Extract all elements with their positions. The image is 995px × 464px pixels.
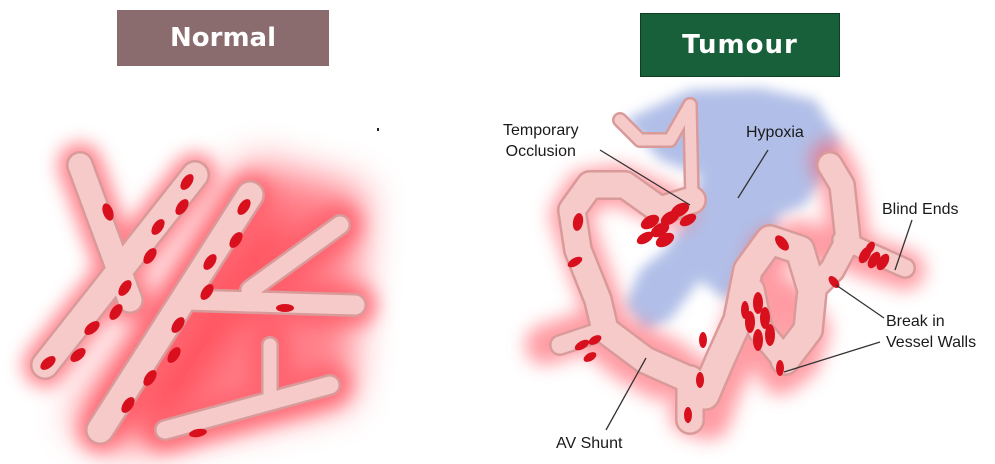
blind-ends-label: Blind Ends <box>882 200 959 220</box>
tumour-panel <box>545 88 912 430</box>
break-in-vessel-walls-line1: Break in <box>886 311 976 332</box>
temporary-occlusion-label: Temporary Occlusion <box>503 120 579 162</box>
break-pointer-1 <box>836 285 884 318</box>
hypoxia-label: Hypoxia <box>746 123 804 143</box>
break-in-vessel-walls-label: Break in Vessel Walls <box>886 311 976 353</box>
temporary-occlusion-label-line1: Temporary <box>503 120 579 141</box>
stray-mark <box>377 128 379 131</box>
temporary-occlusion-label-line2: Occlusion <box>503 141 579 162</box>
av-shunt-label: AV Shunt <box>556 434 622 454</box>
normal-panel <box>38 128 379 450</box>
break-in-vessel-walls-line2: Vessel Walls <box>886 332 976 353</box>
